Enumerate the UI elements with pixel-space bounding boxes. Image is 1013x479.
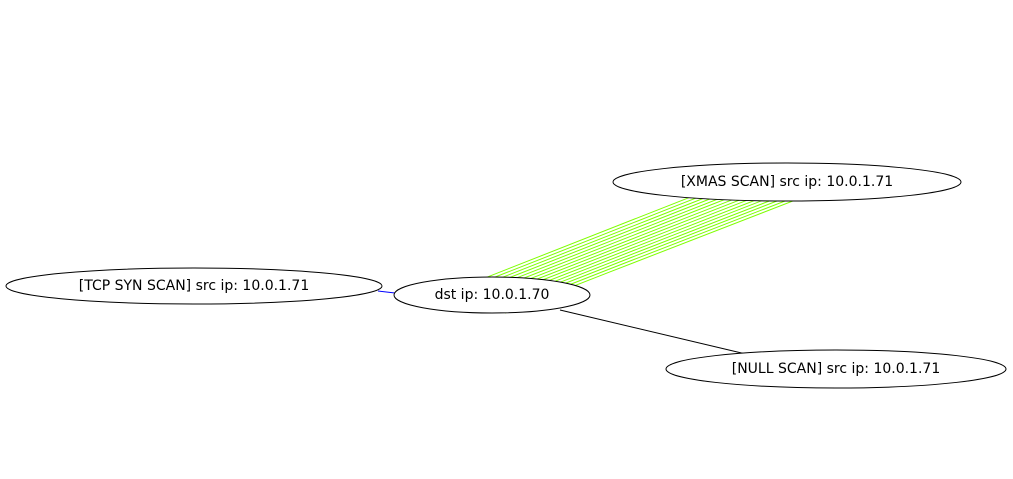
node-null-scan-shape	[665, 349, 1007, 389]
node-null-scan-label: [NULL SCAN] src ip: 10.0.1.71	[732, 361, 940, 377]
nodes-layer: dst ip: 10.0.1.70 [TCP SYN SCAN] src ip:…	[5, 162, 1007, 389]
node-tcp-syn-scan[interactable]: [TCP SYN SCAN] src ip: 10.0.1.71	[5, 267, 383, 305]
node-xmas-scan-shape	[612, 162, 962, 202]
node-tcp-syn-scan-label: [TCP SYN SCAN] src ip: 10.0.1.71	[79, 278, 309, 294]
node-dst-label: dst ip: 10.0.1.70	[435, 287, 550, 303]
node-null-scan[interactable]: [NULL SCAN] src ip: 10.0.1.71	[665, 349, 1007, 389]
node-tcp-syn-scan-shape	[5, 267, 383, 305]
node-xmas-scan-label: [XMAS SCAN] src ip: 10.0.1.71	[681, 174, 893, 190]
edge-dst-to-null	[559, 309, 751, 356]
edge-tcp-syn-to-dst	[377, 290, 396, 294]
node-xmas-scan[interactable]: [XMAS SCAN] src ip: 10.0.1.71	[612, 162, 962, 202]
node-dst[interactable]: dst ip: 10.0.1.70	[393, 276, 591, 314]
node-dst-shape	[393, 276, 591, 314]
